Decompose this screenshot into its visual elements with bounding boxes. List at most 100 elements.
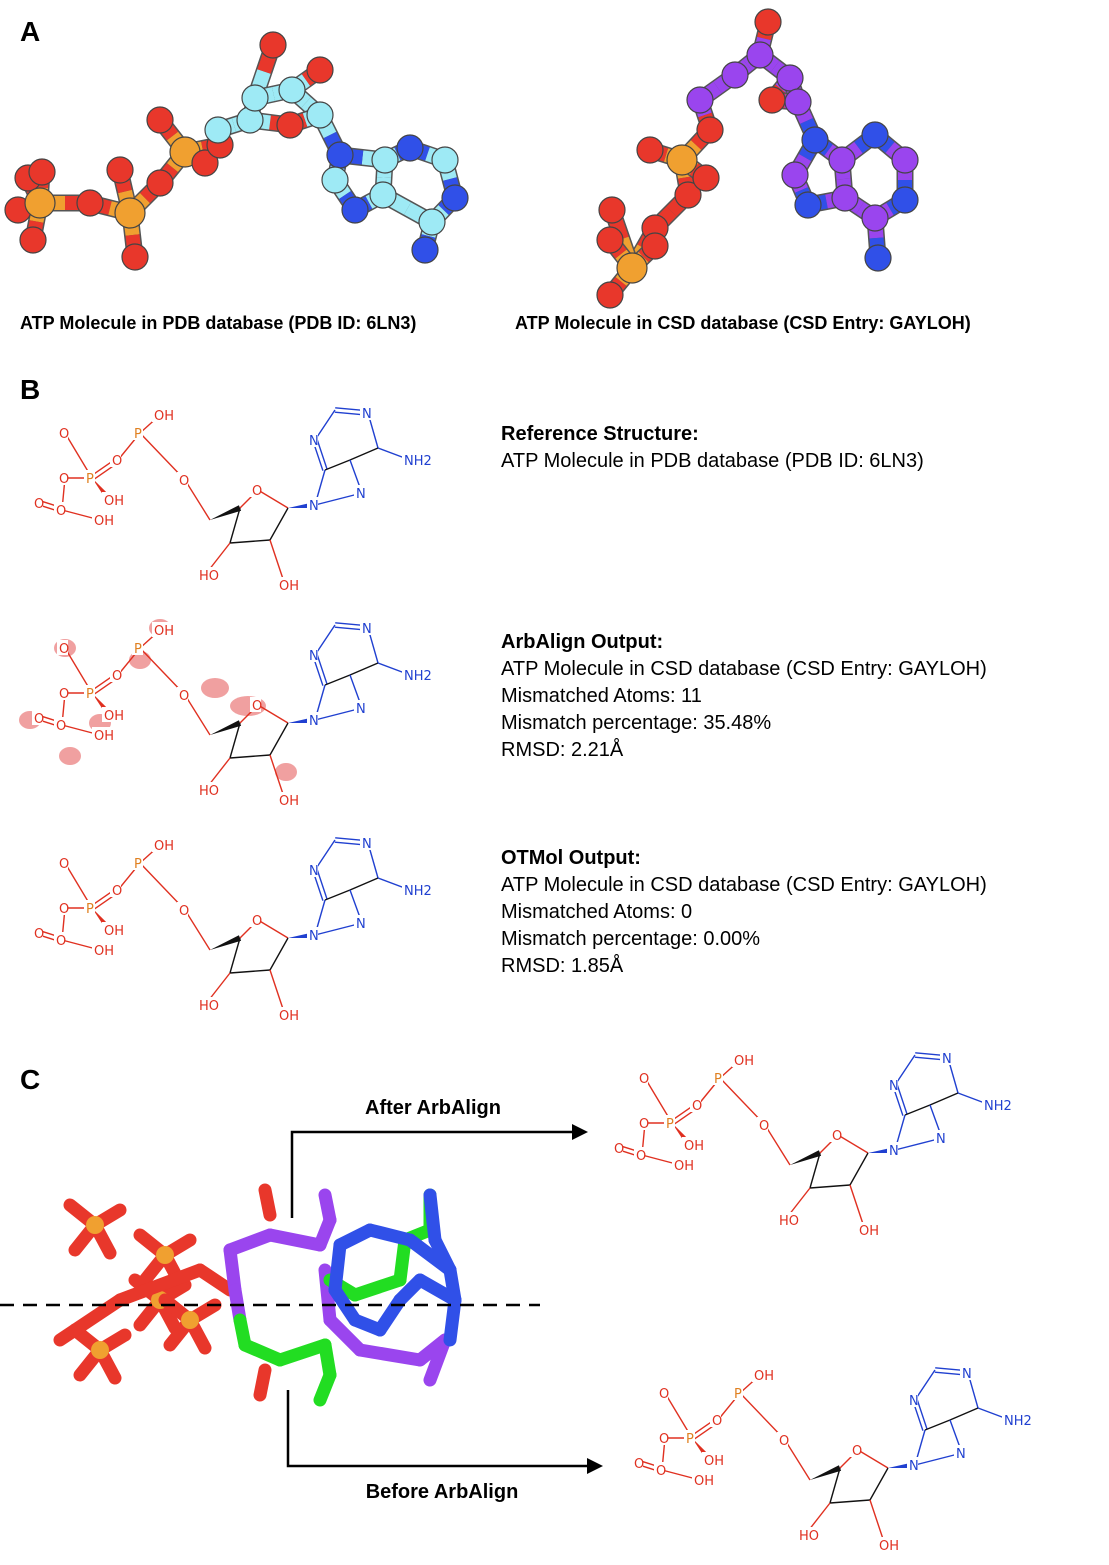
atom bbox=[396, 134, 424, 162]
atom bbox=[776, 64, 804, 92]
label-bg bbox=[110, 452, 121, 467]
atom-label: O bbox=[634, 1457, 644, 1472]
atom bbox=[864, 244, 892, 272]
atom-label: NH2 bbox=[404, 884, 432, 899]
atom bbox=[781, 161, 809, 189]
atom-label: O bbox=[179, 474, 189, 489]
atom bbox=[28, 158, 56, 186]
atom-label: NH2 bbox=[404, 669, 432, 684]
atom-label: O bbox=[59, 857, 69, 872]
label-bg bbox=[152, 837, 172, 852]
atom bbox=[76, 189, 104, 217]
phosphorus-atom bbox=[181, 1311, 199, 1329]
atom-label: O bbox=[636, 1149, 646, 1164]
before-arbalign-label: Before ArbAlign bbox=[366, 1481, 519, 1503]
label-bg bbox=[307, 497, 318, 512]
arbalign-line: RMSD: 2.21Å bbox=[501, 739, 624, 761]
atom bbox=[241, 84, 269, 112]
atom-label: O bbox=[59, 472, 69, 487]
label-bg bbox=[277, 792, 297, 807]
atom-label: O bbox=[112, 454, 122, 469]
phosphorus-atom bbox=[156, 1246, 174, 1264]
reference-line: ATP Molecule in PDB database (PDB ID: 6L… bbox=[501, 450, 924, 472]
atom-label: O bbox=[614, 1142, 624, 1157]
atom-label: P bbox=[134, 857, 142, 872]
label-bg bbox=[307, 862, 318, 877]
atom bbox=[278, 76, 306, 104]
atom-label: O bbox=[252, 914, 262, 929]
atom-label: OH bbox=[879, 1539, 899, 1554]
atom bbox=[19, 226, 47, 254]
atom-label: OH bbox=[734, 1054, 754, 1069]
atom-label: OH bbox=[104, 709, 124, 724]
label-bg bbox=[692, 1472, 712, 1487]
atom bbox=[259, 31, 287, 59]
bond bbox=[924, 1419, 951, 1431]
atom bbox=[784, 88, 812, 116]
atom bbox=[306, 101, 334, 129]
atom bbox=[596, 226, 624, 254]
stick-bond bbox=[423, 1188, 442, 1247]
label-bg bbox=[402, 667, 431, 682]
label-bg bbox=[277, 1007, 297, 1022]
atom bbox=[418, 208, 446, 236]
label-bg bbox=[690, 1097, 701, 1112]
label-bg bbox=[797, 1527, 817, 1542]
label-bg bbox=[732, 1385, 743, 1400]
stick-bond bbox=[413, 1273, 462, 1307]
reference-heading: Reference Structure: bbox=[501, 423, 699, 445]
atom bbox=[758, 86, 786, 114]
stick-bond bbox=[363, 1223, 417, 1247]
atom-label: O bbox=[832, 1129, 842, 1144]
label-bg bbox=[177, 902, 188, 917]
stick-bond bbox=[193, 1263, 237, 1297]
label-bg bbox=[307, 712, 318, 727]
bond bbox=[929, 1092, 959, 1106]
label-bg bbox=[777, 1212, 797, 1227]
atom-label: O bbox=[252, 484, 262, 499]
label-bg bbox=[32, 925, 43, 940]
atom-label: O bbox=[112, 669, 122, 684]
atom bbox=[191, 149, 219, 177]
atom bbox=[441, 184, 469, 212]
otmol-line: RMSD: 1.85Å bbox=[501, 955, 624, 977]
atom bbox=[674, 181, 702, 209]
label-bg bbox=[907, 1392, 918, 1407]
label-bg bbox=[637, 1070, 648, 1085]
double-bond bbox=[316, 869, 328, 900]
bond bbox=[349, 662, 379, 676]
stick-bond bbox=[223, 1228, 277, 1257]
label-bg bbox=[1002, 1412, 1031, 1427]
label-bg bbox=[887, 1077, 898, 1092]
otmol-info: OTMol Output: ATP Molecule in CSD databa… bbox=[501, 845, 987, 980]
bond bbox=[869, 1467, 889, 1501]
atom-label: N bbox=[362, 837, 372, 852]
label-bg bbox=[197, 782, 217, 797]
atom bbox=[106, 156, 134, 184]
atom bbox=[692, 164, 720, 192]
mismatch-highlight bbox=[201, 678, 229, 698]
label-bg bbox=[632, 1455, 643, 1470]
atom-label: O bbox=[759, 1119, 769, 1134]
label-bg bbox=[132, 425, 143, 440]
after-arbalign-label: After ArbAlign bbox=[365, 1097, 501, 1119]
label-bg bbox=[197, 567, 217, 582]
atom-label: N bbox=[356, 702, 366, 717]
bond bbox=[949, 1407, 979, 1421]
atom-label: N bbox=[362, 622, 372, 637]
otmol-heading: OTMol Output: bbox=[501, 847, 641, 869]
atom bbox=[794, 191, 822, 219]
label-bg bbox=[177, 687, 188, 702]
atom-label: HO bbox=[799, 1529, 819, 1544]
atom bbox=[121, 243, 149, 271]
atom-label: P bbox=[666, 1117, 674, 1132]
atom-label: O bbox=[692, 1099, 702, 1114]
bond bbox=[257, 704, 289, 724]
atom-label: OH bbox=[704, 1454, 724, 1469]
ball-stick-molecule-pdb bbox=[4, 31, 469, 271]
atom bbox=[686, 86, 714, 114]
bond bbox=[229, 969, 271, 974]
stick-bond bbox=[53, 1293, 127, 1347]
stick-bond bbox=[443, 1293, 462, 1347]
